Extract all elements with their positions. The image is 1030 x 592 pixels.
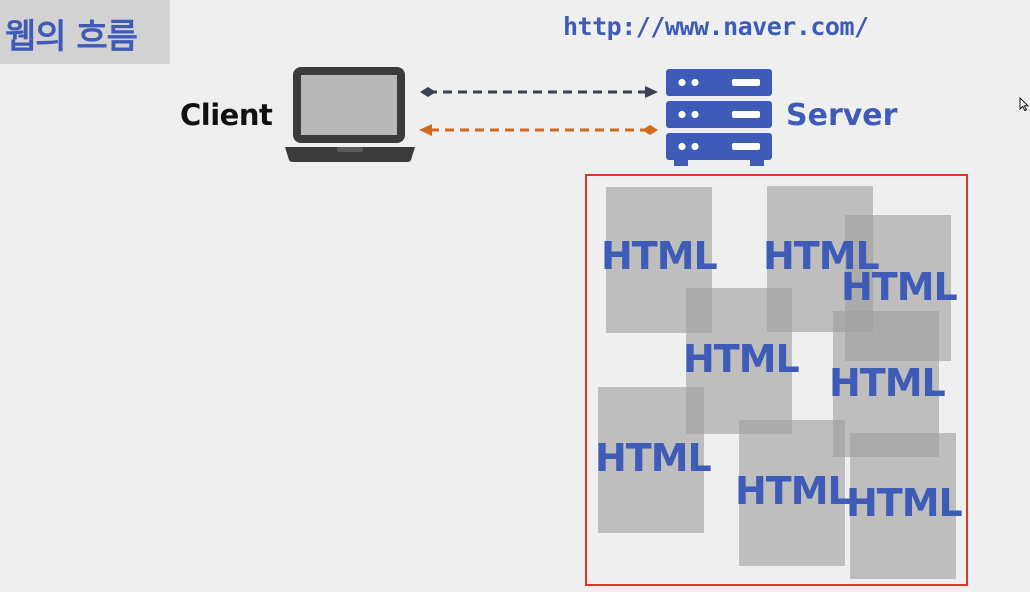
html-document-label: HTML bbox=[601, 234, 718, 278]
client-label: Client bbox=[180, 98, 273, 132]
html-document-label: HTML bbox=[846, 481, 963, 525]
html-documents-frame bbox=[585, 174, 968, 586]
request-arrow bbox=[420, 86, 658, 98]
html-document-8 bbox=[850, 433, 956, 579]
html-document-label: HTML bbox=[763, 234, 880, 278]
html-document-label: HTML bbox=[683, 337, 800, 381]
server-url: http://www.naver.com/ bbox=[563, 12, 869, 41]
response-arrow bbox=[419, 124, 658, 136]
html-document-label: HTML bbox=[829, 361, 946, 405]
html-document-label: HTML bbox=[841, 265, 958, 309]
laptop-icon bbox=[285, 67, 415, 162]
server-label: Server bbox=[786, 98, 898, 133]
server-rack-icon bbox=[666, 69, 772, 166]
html-document-label: HTML bbox=[595, 436, 712, 480]
html-document-6 bbox=[598, 387, 704, 533]
html-document-label: HTML bbox=[735, 469, 852, 513]
html-document-5 bbox=[833, 311, 939, 457]
slide-title: 웹의 흐름 bbox=[5, 17, 138, 57]
title-banner: 웹의 흐름 bbox=[0, 0, 170, 64]
mouse-pointer-icon bbox=[1019, 97, 1029, 112]
html-document-7 bbox=[739, 420, 845, 566]
